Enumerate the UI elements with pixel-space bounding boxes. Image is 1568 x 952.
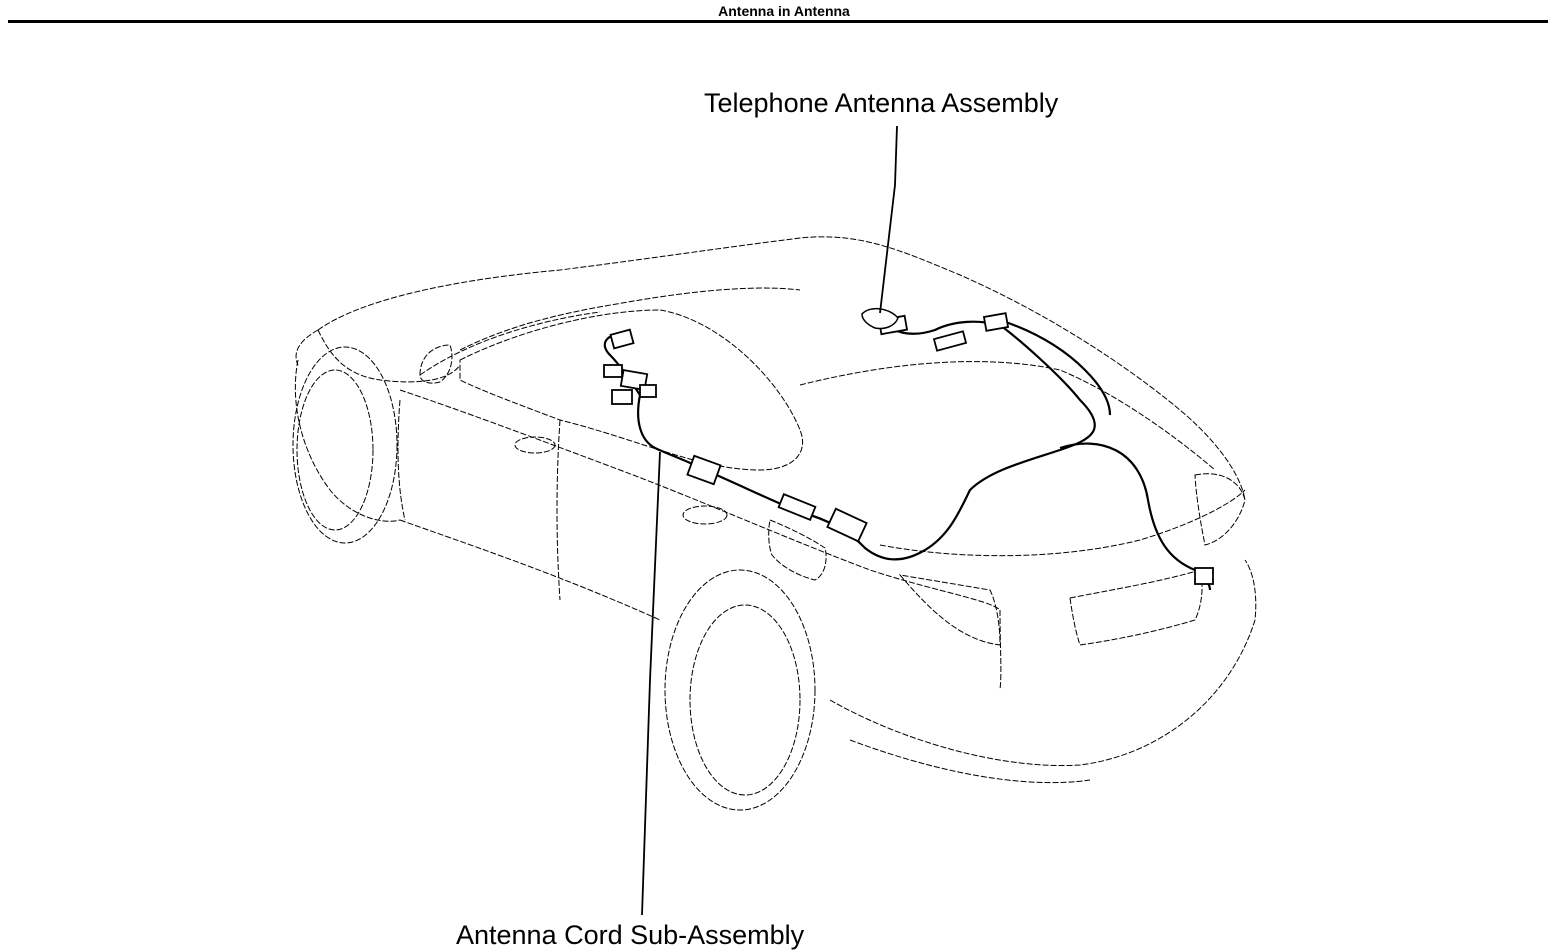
connector-trunk <box>1194 567 1214 585</box>
front-bumper <box>295 329 319 366</box>
windshield <box>459 287 801 351</box>
leader-lines <box>641 125 898 916</box>
antenna-cord-label: Antenna Cord Sub-Assembly <box>456 920 805 950</box>
rear-wheel-arch <box>664 569 816 811</box>
connector-roof <box>932 330 968 352</box>
cord-roof <box>894 320 1001 335</box>
car-outline <box>292 236 1257 811</box>
connector-side <box>826 507 868 543</box>
cord-trunk <box>1059 442 1212 591</box>
side-mirror <box>419 344 453 384</box>
front-wheel-arch <box>292 346 398 544</box>
connector-upper-4 <box>611 389 633 405</box>
connector-rail <box>982 312 1010 332</box>
rear-deck <box>879 489 1246 557</box>
connectors <box>603 312 1214 585</box>
rear-quarter <box>999 609 1002 691</box>
header-rule <box>8 20 1548 23</box>
connector-mid <box>686 454 722 486</box>
rear-wheel <box>689 604 801 796</box>
roof-line <box>317 236 1246 501</box>
rear-door-handle <box>682 505 728 525</box>
license-plate <box>1069 569 1203 646</box>
page-title: Antenna in Antenna <box>718 3 850 19</box>
hood <box>317 329 461 383</box>
cord-rail <box>999 318 1112 416</box>
side-window <box>459 309 804 471</box>
telephone-antenna-label: Telephone Antenna Assembly <box>704 88 1059 118</box>
trunk-lid <box>799 361 1216 471</box>
body-side <box>399 389 1001 611</box>
tail-light-left <box>898 574 1001 646</box>
door-line-2 <box>397 399 406 521</box>
leader-cord <box>641 451 661 916</box>
connector-upper-2 <box>603 364 623 378</box>
page-header: Antenna in Antenna <box>0 0 1568 24</box>
front-fender <box>294 359 401 522</box>
fuel-door <box>768 519 827 581</box>
connector-lower <box>777 492 817 522</box>
connector-upper-1 <box>609 328 635 350</box>
leader-telephone <box>879 125 898 314</box>
rear-bumper-lower <box>849 739 1091 784</box>
door-line <box>556 419 561 601</box>
front-door-handle <box>514 436 556 454</box>
connector-upper-5 <box>639 384 657 398</box>
windshield-lower <box>419 311 601 376</box>
rear-bumper <box>829 559 1257 767</box>
tail-light-right <box>1194 473 1246 546</box>
front-wheel <box>296 369 374 531</box>
rocker-line <box>399 519 661 621</box>
